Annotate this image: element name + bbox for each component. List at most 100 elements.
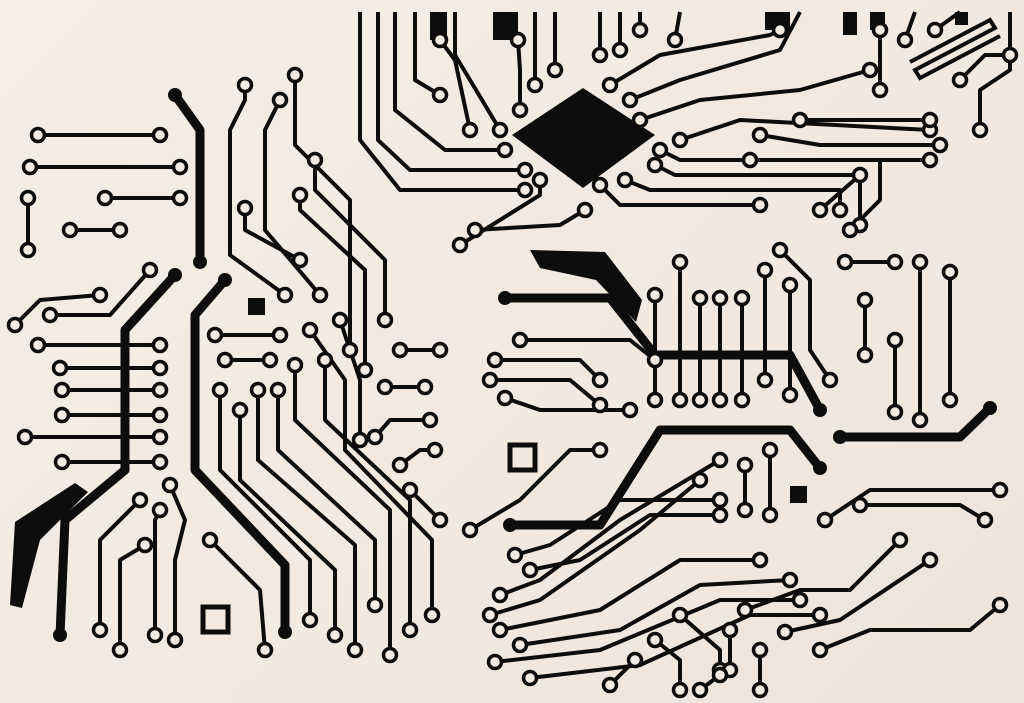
via-pad xyxy=(151,406,169,424)
via-pad xyxy=(316,351,334,369)
thick-trace xyxy=(510,425,824,530)
thin-trace xyxy=(494,598,800,664)
via-pad xyxy=(16,428,34,446)
via-pad xyxy=(366,428,384,446)
pad xyxy=(168,88,182,102)
via-pad xyxy=(751,126,769,144)
via-pad xyxy=(366,596,384,614)
via-pad xyxy=(236,199,254,217)
via-pad xyxy=(821,371,839,389)
thin-trace xyxy=(168,484,187,640)
thin-trace xyxy=(293,75,352,350)
via-pad xyxy=(21,158,39,176)
via-pad xyxy=(741,151,759,169)
via-pad xyxy=(451,236,469,254)
thin-trace xyxy=(504,396,630,412)
via-pad xyxy=(286,356,304,374)
via-pad xyxy=(591,176,609,194)
via-pad xyxy=(991,596,1009,614)
thin-trace xyxy=(823,488,1000,522)
via-pad xyxy=(751,551,769,569)
via-pad xyxy=(271,326,289,344)
via-pad xyxy=(271,91,289,109)
thin-trace xyxy=(243,208,301,262)
thin-trace xyxy=(778,248,832,382)
thin-trace xyxy=(598,183,760,207)
via-pad xyxy=(646,286,664,304)
thin-trace xyxy=(744,538,902,612)
copper-pour xyxy=(10,483,88,608)
via-pad xyxy=(791,591,809,609)
thin-trace xyxy=(978,12,1012,130)
via-pad xyxy=(671,606,689,624)
via-pad xyxy=(691,471,709,489)
via-pad xyxy=(261,351,279,369)
via-pad xyxy=(776,623,794,641)
thin-trace xyxy=(98,498,142,630)
via-pad xyxy=(276,286,294,304)
via-pad xyxy=(836,253,854,271)
via-pad xyxy=(206,326,224,344)
via-pad xyxy=(51,359,69,377)
pad xyxy=(218,273,232,287)
thin-trace xyxy=(784,558,932,634)
via-pad xyxy=(591,371,609,389)
thin-trace xyxy=(228,85,287,297)
via-pad xyxy=(751,681,769,699)
thick-trace xyxy=(55,271,179,636)
via-pad xyxy=(531,171,549,189)
via-pad xyxy=(526,76,544,94)
thin-trace xyxy=(529,513,720,572)
via-pad xyxy=(921,151,939,169)
via-pad xyxy=(733,289,751,307)
via-pad xyxy=(886,253,904,271)
via-pad xyxy=(931,136,949,154)
thick-trace xyxy=(840,404,994,442)
via-pad xyxy=(736,501,754,519)
thin-trace xyxy=(256,390,357,650)
zigzag-trace xyxy=(909,17,1001,81)
via-pad xyxy=(256,641,274,659)
thin-trace xyxy=(529,613,820,680)
via-pad xyxy=(811,201,829,219)
via-pad xyxy=(791,111,809,129)
via-pad xyxy=(926,21,944,39)
thin-trace xyxy=(413,12,442,97)
via-pad xyxy=(91,621,109,639)
via-pad xyxy=(851,496,869,514)
via-pad xyxy=(971,121,989,139)
via-pad xyxy=(516,161,534,179)
via-pad xyxy=(171,189,189,207)
thin-trace xyxy=(818,173,862,212)
via-pad xyxy=(311,286,329,304)
via-pad xyxy=(751,196,769,214)
via-pad xyxy=(911,411,929,429)
via-pad xyxy=(431,86,449,104)
thin-trace xyxy=(958,53,1010,82)
via-pad xyxy=(631,111,649,129)
pad xyxy=(503,518,517,532)
via-pad xyxy=(151,428,169,446)
thick-trace xyxy=(190,277,290,632)
via-pad xyxy=(951,71,969,89)
pad xyxy=(983,401,997,415)
square-outline-pad xyxy=(200,604,231,635)
thin-trace xyxy=(489,478,702,617)
via-pad xyxy=(976,511,994,529)
via-pad xyxy=(811,606,829,624)
thick-trace xyxy=(505,293,824,413)
via-pad xyxy=(611,41,629,59)
via-pad xyxy=(301,321,319,339)
via-pad xyxy=(391,456,409,474)
via-pad xyxy=(711,506,729,524)
pad xyxy=(498,291,512,305)
via-pad xyxy=(96,189,114,207)
via-pad xyxy=(896,31,914,49)
via-pad xyxy=(891,531,909,549)
chip-diamond xyxy=(512,88,655,188)
via-pad xyxy=(491,621,509,639)
thin-trace xyxy=(153,509,162,635)
thin-trace xyxy=(438,38,472,131)
via-pad xyxy=(771,241,789,259)
via-pad xyxy=(171,158,189,176)
